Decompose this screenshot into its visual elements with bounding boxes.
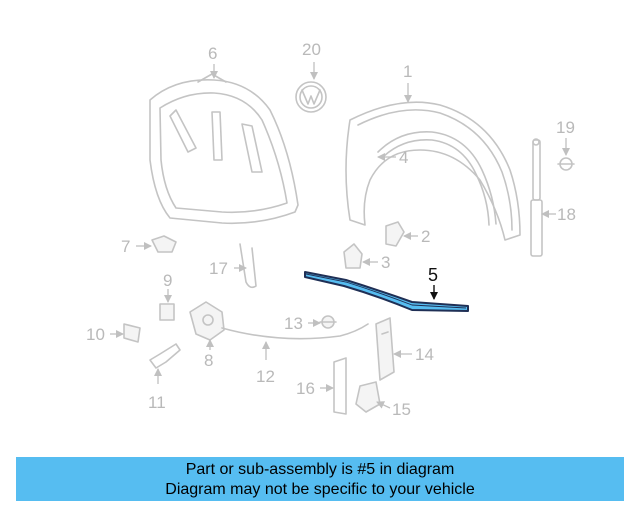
part-14-release-handle <box>375 317 395 381</box>
part-13-grommet <box>319 315 337 329</box>
part-19-clip <box>557 157 575 171</box>
part-15-bracket <box>355 381 381 413</box>
label-3: 3 <box>381 253 390 272</box>
part-8-latch <box>189 301 225 341</box>
part-9-block <box>159 303 175 321</box>
leader-15 <box>376 401 391 409</box>
part-7-plug <box>151 235 177 253</box>
banner-line-1: Part or sub-assembly is #5 in diagram <box>185 461 455 478</box>
banner-line-2: Diagram may not be specific to your vehi… <box>165 481 475 498</box>
label-10: 10 <box>86 325 105 344</box>
info-banner: Part or sub-assembly is #5 in diagram Di… <box>16 457 624 501</box>
label-17: 17 <box>209 259 228 278</box>
label-20: 20 <box>302 40 321 59</box>
label-11: 11 <box>148 393 166 412</box>
label-1: 1 <box>403 62 412 81</box>
label-12: 12 <box>256 367 275 386</box>
label-18: 18 <box>557 205 576 224</box>
label-15: 15 <box>392 400 411 419</box>
label-4: 4 <box>399 148 408 167</box>
label-16: 16 <box>296 379 315 398</box>
part-4-hood-seal <box>377 131 497 226</box>
label-19: 19 <box>556 118 575 137</box>
label-6: 6 <box>208 44 217 63</box>
label-5: 5 <box>428 265 438 285</box>
part-3-bumper <box>343 243 363 269</box>
part-1-hood <box>345 101 521 241</box>
part-10-bracket <box>123 323 141 343</box>
part-20-emblem <box>295 81 327 113</box>
label-7: 7 <box>121 237 130 256</box>
part-5-weatherstrip <box>304 271 469 312</box>
part-12-cable <box>221 323 369 340</box>
label-9: 9 <box>163 271 172 290</box>
part-17-prop-rod <box>239 243 257 289</box>
part-2-bracket <box>385 221 405 247</box>
label-14: 14 <box>415 345 434 364</box>
part-11-bolt <box>149 343 181 369</box>
label-2: 2 <box>421 227 430 246</box>
part-18-gas-strut <box>530 138 543 257</box>
part-6-inner-hood-panel <box>149 73 299 225</box>
label-8: 8 <box>204 351 213 370</box>
part-16-panel <box>333 357 347 415</box>
label-13: 13 <box>284 314 303 333</box>
